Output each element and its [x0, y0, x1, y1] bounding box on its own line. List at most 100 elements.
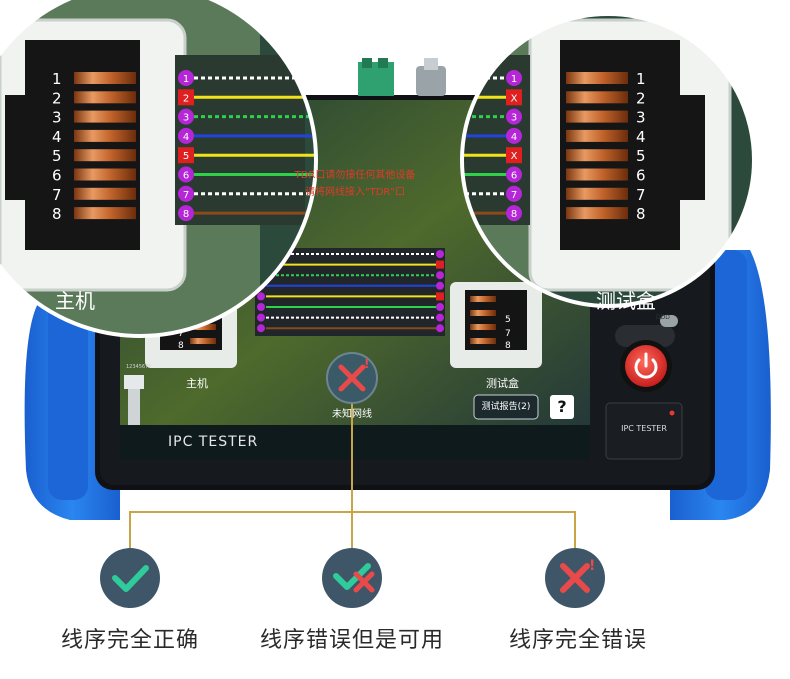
host-pin-number: 8 [52, 205, 62, 223]
host-pin-contact [74, 110, 136, 123]
tester-pin-contact [566, 149, 628, 162]
warning-line-2: 请将网线接入"TDR"口 [305, 187, 405, 198]
host-pin-number: 3 [52, 109, 62, 127]
tester-pin-number: 8 [636, 205, 646, 223]
host-pin-badge-text: 1 [183, 74, 189, 85]
host-pin-contact [74, 91, 136, 104]
tester-pin-number: 3 [636, 109, 646, 127]
host-pin-badge-text: 4 [183, 132, 189, 143]
mini-pin-right [436, 324, 444, 333]
tester-pin-number: 7 [636, 186, 646, 204]
host-pin-number: 2 [52, 89, 62, 107]
tester-pin-number: 4 [636, 128, 646, 146]
legend-label-correct: 线序完全正确 [60, 628, 199, 653]
check-icon [100, 548, 160, 608]
screen-tester-label: 测试盒 [486, 377, 519, 390]
screen-warning: TDR口请勿接任何其他设备 请将网线接入"TDR"口 [270, 167, 440, 201]
legend-label-wrong-usable: 线序错误但是可用 [259, 628, 444, 653]
power-button[interactable] [620, 340, 672, 392]
svg-text:!: ! [364, 357, 369, 371]
host-pin-badge [178, 70, 194, 86]
host-pin-number: 5 [52, 147, 62, 165]
mini-pin-right [436, 250, 444, 258]
host-pin-badge-text: 3 [183, 113, 189, 124]
host-pin-number: 4 [52, 128, 62, 146]
tester-pin-contact [566, 91, 628, 104]
tester-pin-number: 5 [636, 147, 646, 165]
tester-pin-contact [566, 207, 628, 220]
mini-pin-right [436, 281, 444, 290]
check-cross-icon [322, 548, 382, 608]
tester-pin-number: 6 [636, 167, 646, 185]
svg-text:5: 5 [505, 315, 511, 325]
host-pin-number: 7 [52, 186, 62, 204]
svg-text:8: 8 [178, 341, 184, 351]
host-pin-contact [74, 168, 136, 181]
mini-pin-right [436, 303, 444, 311]
host-pin-badge [178, 127, 194, 144]
tester-pin-badge-text: 4 [511, 132, 517, 143]
warning-line-1: TDR口请勿接任何其他设备 [294, 170, 416, 181]
right-magnifier-label: 测试盒 [596, 289, 656, 313]
tester-pin-number: 1 [636, 70, 646, 88]
mini-pin-left [257, 313, 265, 322]
top-badge: DDD [656, 314, 670, 321]
tester-pin-badge [506, 89, 522, 106]
host-pin-badge [178, 205, 194, 222]
host-pin-badge [178, 89, 194, 106]
host-pin-badge [178, 108, 194, 125]
host-pin-number: 1 [52, 70, 62, 88]
tester-pin-badge [506, 185, 522, 202]
mini-pin-right [436, 313, 444, 322]
host-pin-badge-text: 7 [183, 190, 189, 201]
tester-pin-badge-text: X [511, 151, 518, 162]
mini-pin-left [257, 303, 265, 311]
tester-pin-badge [506, 166, 522, 183]
mini-pin-right [436, 260, 444, 269]
host-pin-number: 6 [52, 167, 62, 185]
tester-pin-badge-text: 7 [511, 190, 517, 201]
mini-pin-left [257, 324, 265, 333]
host-pin-contact [74, 72, 136, 84]
host-pin-badge-text: 5 [183, 151, 189, 162]
host-pin-badge-text: 2 [183, 93, 189, 104]
host-pin-badge [178, 185, 194, 202]
cross-icon [545, 548, 605, 608]
svg-text:7: 7 [505, 329, 511, 339]
host-pin-badge [178, 147, 194, 164]
tester-pin-badge [506, 205, 522, 222]
host-pin-badge [178, 166, 194, 183]
status-label: 未知网线 [332, 409, 372, 420]
svg-text:!: ! [589, 558, 595, 574]
power-panel-label: IPC TESTER [621, 424, 667, 433]
tester-pin-contact [566, 72, 628, 84]
tester-pin-badge [506, 127, 522, 144]
screen-host-label: 主机 [186, 377, 208, 390]
host-pin-contact [74, 149, 136, 162]
mini-pin-right [436, 292, 444, 301]
host-pin-badge-text: 6 [183, 171, 189, 182]
brand-label: IPC TESTER [168, 434, 259, 450]
host-pin-contact [74, 207, 136, 220]
tester-pin-contact [566, 187, 628, 200]
report-button[interactable]: 测试报告(2) [481, 402, 531, 412]
left-magnifier-label: 主机 [55, 289, 95, 313]
svg-text:8: 8 [505, 341, 511, 351]
tester-pin-number: 2 [636, 89, 646, 107]
host-pin-contact [74, 187, 136, 200]
help-button[interactable]: ? [557, 397, 567, 416]
tester-pin-contact [566, 129, 628, 142]
tester-pin-badge-text: 1 [511, 74, 517, 85]
tester-pin-badge [506, 70, 522, 86]
tester-pin-badge-text: 8 [511, 209, 517, 220]
tester-pin-badge [506, 147, 522, 164]
tester-pin-badge-text: X [511, 93, 518, 104]
host-pin-badge-text: 8 [183, 209, 189, 220]
tester-pin-contact [566, 110, 628, 123]
tester-pin-badge [506, 108, 522, 125]
tester-pin-badge-text: 6 [511, 171, 517, 182]
cable-tag: 1234567P [126, 364, 152, 370]
host-pin-contact [74, 129, 136, 142]
